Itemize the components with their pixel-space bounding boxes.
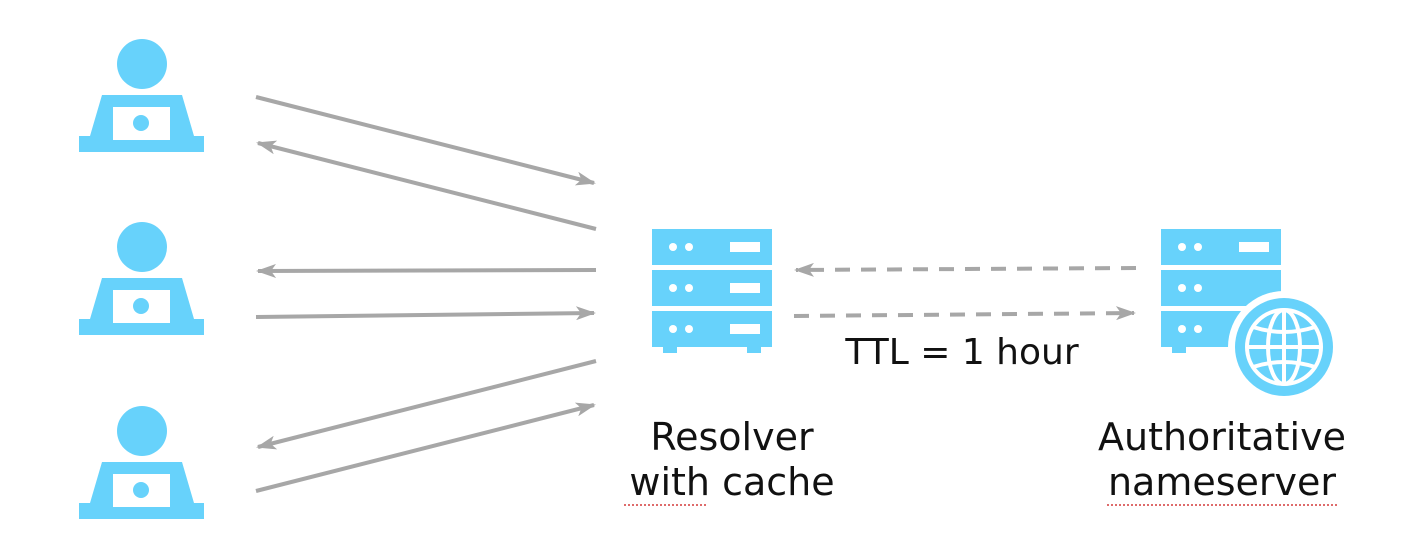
globe-icon — [1228, 291, 1340, 403]
client-resolver-arrows — [255, 95, 597, 493]
user-laptop-icon — [79, 222, 204, 335]
authoritative-label-line2: nameserver — [1108, 460, 1336, 504]
user-laptop-icon — [79, 39, 204, 152]
resolver-label-line1: Resolver — [650, 415, 814, 459]
resolver-auth-arrows — [793, 262, 1137, 321]
user-laptop-icon — [79, 406, 204, 519]
arrow-query-3 — [255, 402, 596, 493]
resolver-label-word-with: with — [629, 460, 710, 504]
arrow-response-3 — [256, 359, 597, 450]
client-1 — [79, 39, 204, 152]
resolver-node — [652, 229, 772, 353]
resolver-label-word-cache: cache — [710, 460, 835, 504]
arrow-response-1 — [256, 140, 597, 231]
arrow-response-2 — [256, 263, 597, 278]
resolver-label-line2: with cache — [629, 460, 834, 504]
client-3 — [79, 406, 204, 519]
authoritative-node — [1161, 229, 1340, 403]
arrow-query-1 — [255, 95, 596, 186]
arrow-query-2 — [255, 306, 596, 321]
ttl-label: TTL = 1 hour — [844, 332, 1078, 373]
arrow-auth-query — [793, 306, 1136, 321]
client-2 — [79, 222, 204, 335]
server-icon — [652, 229, 772, 353]
arrow-auth-response — [794, 262, 1137, 277]
authoritative-label-line1: Authoritative — [1098, 415, 1346, 459]
